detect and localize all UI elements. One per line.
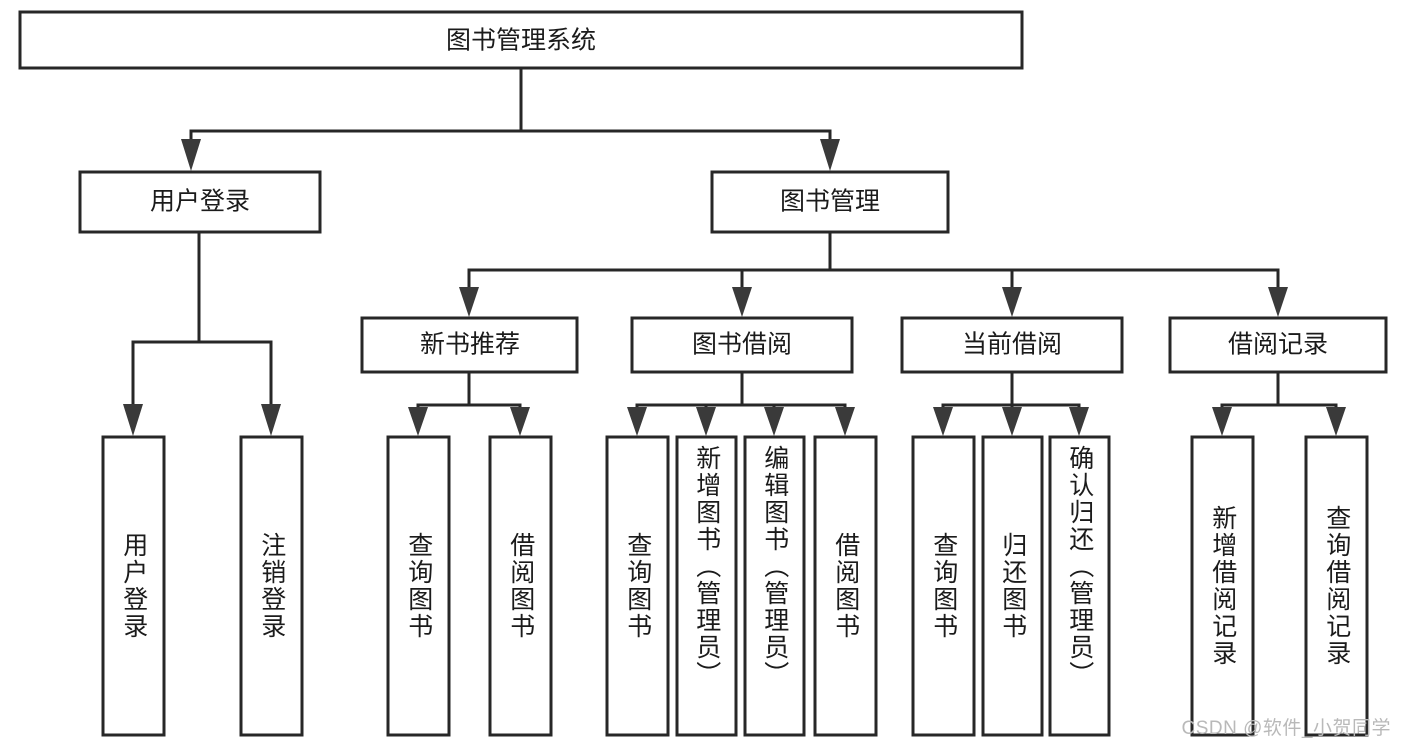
node-leaf-query-record-box[interactable] <box>1304 435 1369 737</box>
arrow-bm-to-borrowrecord <box>1268 287 1288 317</box>
node-leaf-query-book-1-box[interactable] <box>386 435 451 737</box>
arrow-userlogin-leaf-1 <box>123 404 143 436</box>
node-leaf-add-record-box[interactable] <box>1190 435 1255 737</box>
node-root-label: 图书管理系统 <box>446 27 596 55</box>
node-current-borrow-box[interactable] <box>900 316 1124 374</box>
nodes-layer: 图书管理系统 用户登录 图书管理 新书推荐 图书借阅 当前借阅 借阅记录 <box>18 10 1388 737</box>
node-leaf-confirm-return-box[interactable] <box>1048 435 1111 737</box>
node-leaf-borrow-book-1-box[interactable] <box>488 435 553 737</box>
arrow-cb-leaf-1 <box>933 407 953 436</box>
node-user-login-label: 用户登录 <box>150 188 250 216</box>
arrow-cb-leaf-3 <box>1069 407 1089 436</box>
node-current-borrow-label: 当前借阅 <box>962 331 1062 359</box>
node-book-manage-label: 图书管理 <box>780 188 880 216</box>
arrow-root-to-bookmanage <box>820 139 840 171</box>
arrow-cb-leaf-2 <box>1002 407 1022 436</box>
arrow-root-to-userlogin <box>181 139 201 171</box>
arrow-bb-leaf-2 <box>696 407 716 436</box>
node-leaf-query-book-2-box[interactable] <box>605 435 670 737</box>
node-book-manage-box[interactable] <box>710 170 950 234</box>
node-leaf-user-login-box[interactable] <box>101 435 166 737</box>
arrow-newbook-leaf-2 <box>510 407 530 436</box>
arrow-bb-leaf-4 <box>835 407 855 436</box>
node-borrow-record-label: 借阅记录 <box>1228 331 1328 359</box>
node-user-login-box[interactable] <box>78 170 322 234</box>
arrow-userlogin-leaf-2 <box>261 404 281 436</box>
node-borrow-record-box[interactable] <box>1168 316 1388 374</box>
edges-layer <box>123 66 1346 436</box>
node-root-box[interactable] <box>18 10 1024 70</box>
csdn-watermark: CSDN @软件_小贺同学 <box>1181 718 1391 739</box>
node-leaf-borrow-book-2-box[interactable] <box>813 435 878 737</box>
node-leaf-query-book-3-box[interactable] <box>911 435 976 737</box>
arrow-bb-leaf-3 <box>764 407 784 436</box>
node-new-book-recommend-label: 新书推荐 <box>420 331 520 359</box>
arrow-br-leaf-2 <box>1326 407 1346 436</box>
node-leaf-add-book-box[interactable] <box>675 435 738 737</box>
node-leaf-return-book-box[interactable] <box>981 435 1044 737</box>
arrow-newbook-leaf-1 <box>408 407 428 436</box>
arrow-br-leaf-1 <box>1212 407 1232 436</box>
node-leaf-edit-book-box[interactable] <box>743 435 806 737</box>
arrow-bm-to-currentborrow <box>1002 287 1022 317</box>
node-book-borrow-box[interactable] <box>630 316 854 374</box>
node-new-book-recommend-box[interactable] <box>360 316 579 374</box>
arrow-bm-to-bookborrow <box>732 287 752 317</box>
arrow-bb-leaf-1 <box>627 407 647 436</box>
node-leaf-logout-login-box[interactable] <box>239 435 304 737</box>
node-book-borrow-label: 图书借阅 <box>692 331 792 359</box>
arrow-bm-to-newbook <box>459 287 479 317</box>
